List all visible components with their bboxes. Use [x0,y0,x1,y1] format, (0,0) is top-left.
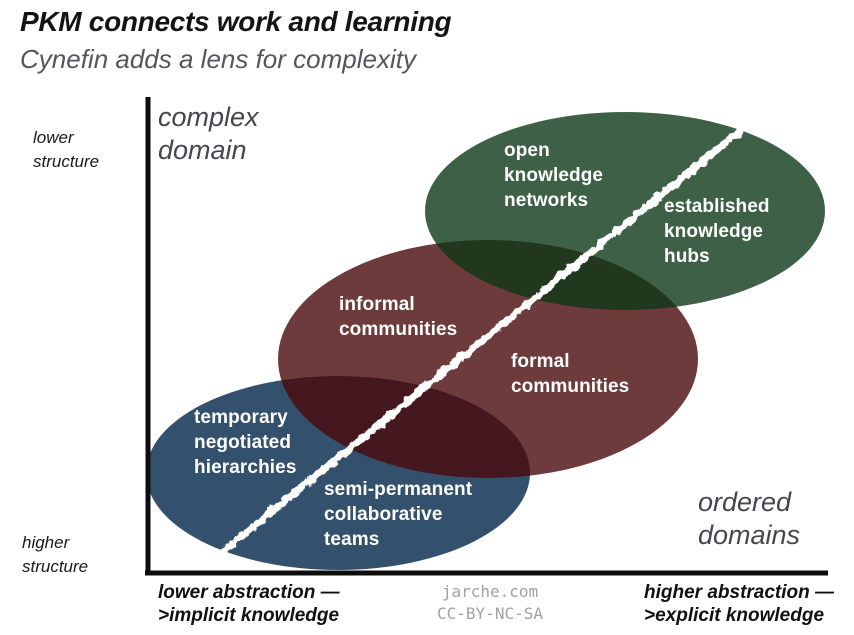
informal-communities-label: informal communities [339,294,458,341]
y-axis-bottom-label: higher structure [22,533,89,576]
attribution-watermark: jarche.com CC-BY-NC-SA [437,582,543,623]
chalk-divider-line [217,127,744,557]
green-networks-ellipse [425,112,825,310]
established-knowledge-hubs-label: established knowledge hubs [664,196,770,268]
complex-domain-label: complex domain [158,102,259,165]
x-axis-left-caption: lower abstraction — >implicit knowledge [158,582,340,627]
x-axis-right-caption: higher abstraction — >explicit knowledge [644,582,835,627]
ordered-domains-label: ordered domains [698,487,801,550]
semi-permanent-collaborative-teams-label: semi-permanent collaborative teams [324,479,473,551]
y-axis-top-label: lower structure [33,128,100,171]
formal-communities-label: formal communities [511,351,630,398]
page-title: PKM connects work and learning [20,6,452,37]
page-subtitle: Cynefin adds a lens for complexity [20,44,416,74]
open-knowledge-networks-label: open knowledge networks [504,140,604,212]
temporary-negotiated-hierarchies-label: temporary negotiated hierarchies [194,407,297,479]
